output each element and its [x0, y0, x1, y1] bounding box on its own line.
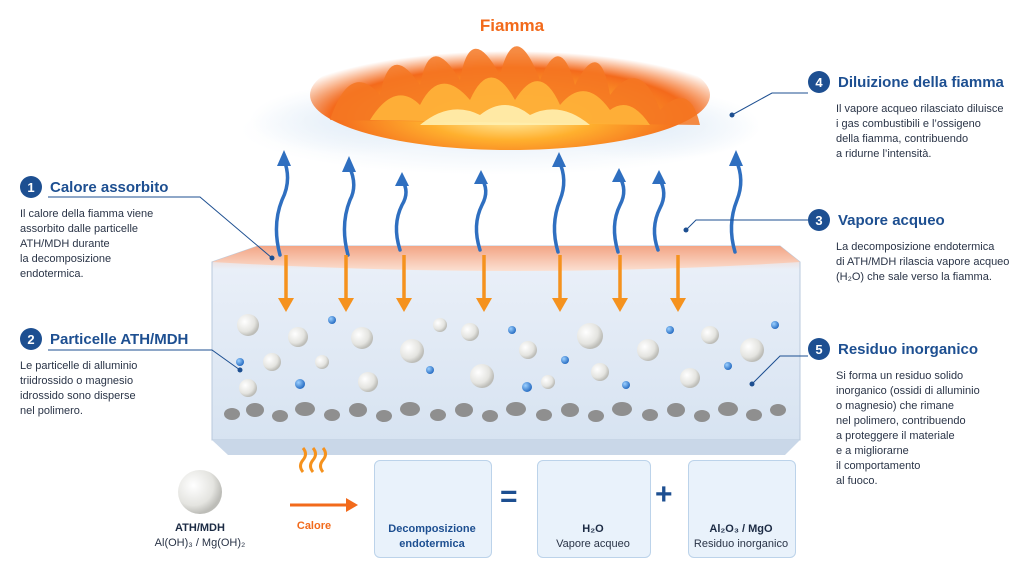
process-line: endotermica [399, 538, 465, 550]
callout-number: 1 [20, 176, 42, 198]
callout-line: La decomposizione endotermica [836, 241, 995, 253]
callout-line: o magnesio) che rimane [836, 400, 955, 412]
heat-arrows [284, 255, 680, 300]
callout-flame-dilution: 4 Diluizione della fiamma Il vapore acqu… [808, 71, 1018, 162]
process-line: Decomposizione [388, 523, 476, 535]
vapor-arrows [274, 158, 743, 257]
callout-line: i gas combustibili e l’ossigeno [836, 118, 981, 130]
product-residue-name: Al₂O₃ / MgO [709, 523, 773, 535]
product-water-name: H₂O [582, 523, 604, 535]
product-water-label: H₂O Vapore acqueo [537, 522, 649, 552]
callout-title: Diluizione della fiamma [838, 73, 1004, 91]
heat-label: Calore [296, 520, 332, 532]
callout-title: Calore assorbito [50, 178, 169, 196]
callout-number: 5 [808, 338, 830, 360]
callout-water-vapor: 3 Vapore acqueo La decomposizione endote… [808, 209, 1018, 285]
callout-text: Il calore della fiamma viene assorbito d… [20, 207, 210, 282]
inorganic-residue [224, 402, 786, 422]
reactant-name: ATH/MDH [175, 522, 225, 534]
callout-line: nel polimero, contribuendo [836, 415, 966, 427]
callout-line: endotermica. [20, 268, 84, 280]
leader-lines [48, 92, 808, 387]
callout-line: della fiamma, contribuendo [836, 133, 969, 145]
callout-line: il comportamento [836, 460, 921, 472]
process-box [374, 460, 492, 558]
callout-line: assorbito dalle particelle [20, 223, 139, 235]
callout-text: La decomposizione endotermica di ATH/MDH… [836, 240, 1018, 285]
callout-line: inorganico (ossidi di alluminio [836, 385, 980, 397]
callout-line: ATH/MDH durante [20, 238, 110, 250]
callout-number: 2 [20, 328, 42, 350]
equals-sign: = [500, 480, 518, 513]
callout-line: Il vapore acqueo rilasciato diluisce [836, 103, 1004, 115]
product-water-box [537, 460, 651, 558]
callout-line: a ridurne l’intensità. [836, 148, 932, 160]
callout-line: al fuoco. [836, 475, 878, 487]
callout-heat-absorbed: 1 Calore assorbito Il calore della fiamm… [20, 176, 210, 282]
flame-label: Fiamma [479, 16, 545, 35]
callout-number: 4 [808, 71, 830, 93]
reactant-formula: Al(OH)₃ / Mg(OH)₂ [154, 537, 246, 549]
product-water-desc: Vapore acqueo [556, 538, 630, 550]
ath-mdh-particles [236, 314, 779, 397]
callout-line: (H₂O) che sale verso la fiamma. [836, 271, 992, 283]
product-residue-label: Al₂O₃ / MgO Residuo inorganico [683, 522, 799, 552]
callout-line: nel polimero. [20, 405, 83, 417]
process-label: Decomposizione endotermica [374, 522, 490, 552]
callout-line: di ATH/MDH rilascia vapore acqueo [836, 256, 1010, 268]
callout-line: Le particelle di alluminio [20, 360, 138, 372]
callout-line: triidrossido o magnesio [20, 375, 134, 387]
callout-line: Si forma un residuo solido [836, 370, 964, 382]
callout-line: e a migliorarne [836, 445, 909, 457]
callout-line: a proteggere il materiale [836, 430, 955, 442]
callout-line: la decomposizione [20, 253, 112, 265]
callout-inorganic-residue: 5 Residuo inorganico Si forma un residuo… [808, 338, 1018, 489]
polymer-block [211, 245, 801, 455]
product-residue-box [688, 460, 796, 558]
plus-sign: + [655, 478, 673, 511]
callout-number: 3 [808, 209, 830, 231]
reactant-label: ATH/MDH Al(OH)₃ / Mg(OH)₂ [130, 521, 270, 551]
callout-text: Si forma un residuo solido inorganico (o… [836, 369, 1018, 489]
product-residue-desc: Residuo inorganico [693, 538, 789, 550]
callout-title: Vapore acqueo [838, 211, 945, 229]
callout-title: Particelle ATH/MDH [50, 330, 189, 348]
callout-text: Il vapore acqueo rilasciato diluisce i g… [836, 102, 1018, 162]
callout-text: Le particelle di alluminio triidrossido … [20, 359, 210, 419]
callout-line: idrossido sono disperse [20, 390, 136, 402]
callout-title: Residuo inorganico [838, 340, 979, 358]
callout-line: Il calore della fiamma viene [20, 208, 154, 220]
callout-particles: 2 Particelle ATH/MDH Le particelle di al… [20, 328, 210, 419]
flame [310, 40, 710, 150]
